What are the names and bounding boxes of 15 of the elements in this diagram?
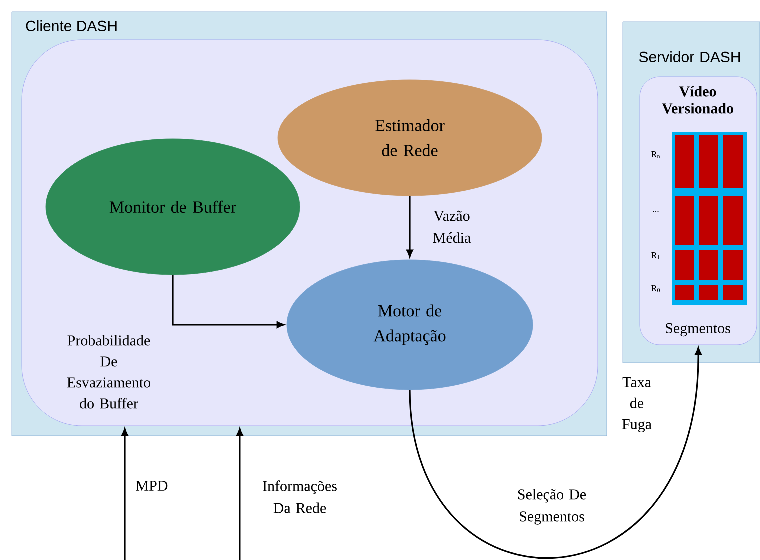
- row-label: R$_{n}$: [652, 152, 660, 158]
- edge-label: MPD: [136, 481, 168, 491]
- row-label: ...: [653, 211, 659, 213]
- label: Probabilidade De Esvaziamento do Buffer: [67, 335, 151, 409]
- arrow: [172, 275, 284, 328]
- arrow: [406, 196, 414, 258]
- arrow: [409, 348, 702, 559]
- row-label: R$_{1}$: [652, 252, 660, 260]
- edge-label: Informações Da Rede: [263, 480, 337, 514]
- label: Taxa de Fuga: [622, 377, 652, 433]
- arrow: [236, 428, 244, 560]
- row-label: R$_{0}$: [652, 286, 660, 292]
- arrow: [122, 428, 128, 560]
- edge-label: Seleção De Segmentos: [518, 489, 586, 525]
- edge-label: Vazão Média: [433, 210, 471, 244]
